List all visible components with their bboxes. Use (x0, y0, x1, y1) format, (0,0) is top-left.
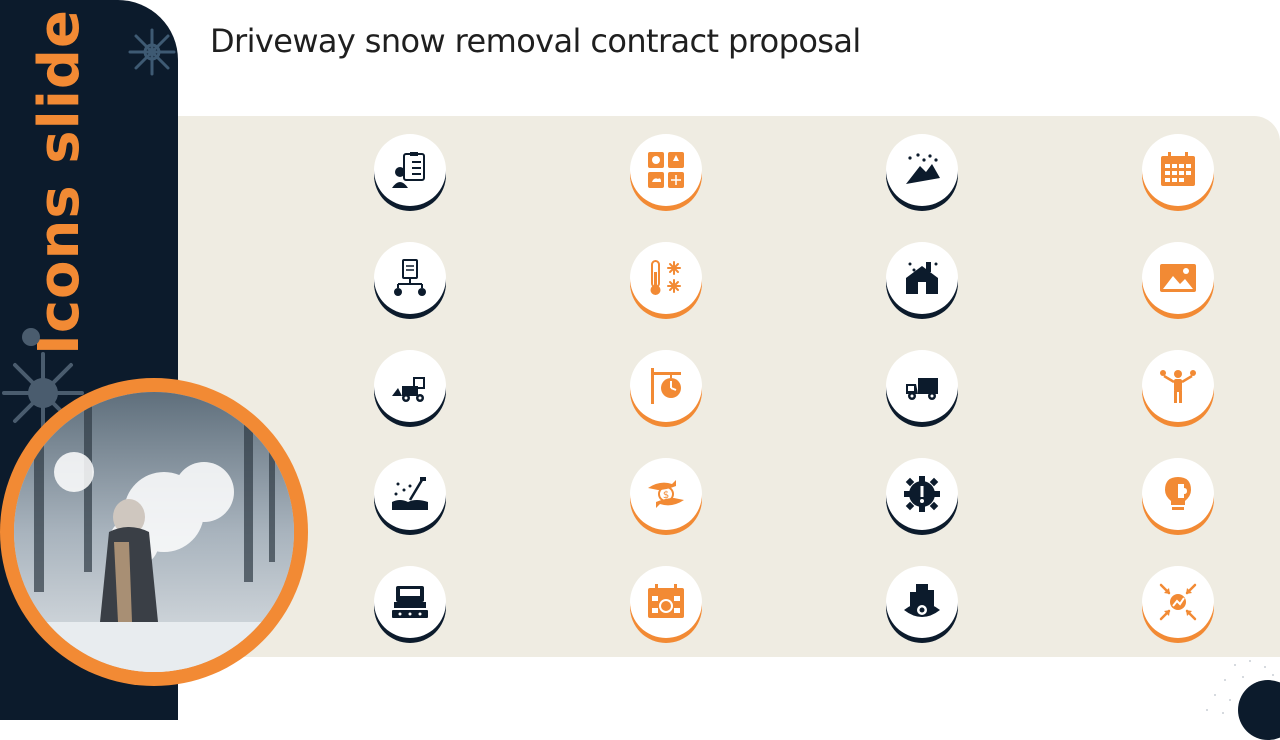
hand-money-icon: $ (630, 458, 702, 530)
calendar-grid-icon (1142, 134, 1214, 206)
photo-frame (0, 378, 308, 686)
hierarchy-clipboard-icon (374, 242, 446, 314)
person-balance-icon (1142, 350, 1214, 422)
snow-plow-truck-icon (374, 350, 446, 422)
contract-checklist-icon (374, 134, 446, 206)
snow-house-icon (886, 242, 958, 314)
building-eye-icon (886, 566, 958, 638)
icons-panel (178, 116, 1280, 657)
side-title: Icons slide (27, 9, 92, 355)
page-title: Driveway snow removal contract proposal (210, 22, 861, 60)
weather-forecast-icon (630, 134, 702, 206)
signpost-clock-icon (630, 350, 702, 422)
dump-truck-icon (886, 350, 958, 422)
snow-shovel-icon (374, 458, 446, 530)
snow-plow-front-icon (374, 566, 446, 638)
svg-text:$: $ (663, 490, 669, 501)
snow-photo (14, 392, 294, 672)
arrows-growth-icon (1142, 566, 1214, 638)
landscape-image-icon (1142, 242, 1214, 314)
lightbulb-puzzle-icon (1142, 458, 1214, 530)
snowy-mountain-icon (886, 134, 958, 206)
thermometer-snowflake-icon (630, 242, 702, 314)
gear-alert-icon (886, 458, 958, 530)
calendar-recycle-icon (630, 566, 702, 638)
decor-dot (22, 328, 40, 346)
snowflake-icon (128, 28, 176, 76)
